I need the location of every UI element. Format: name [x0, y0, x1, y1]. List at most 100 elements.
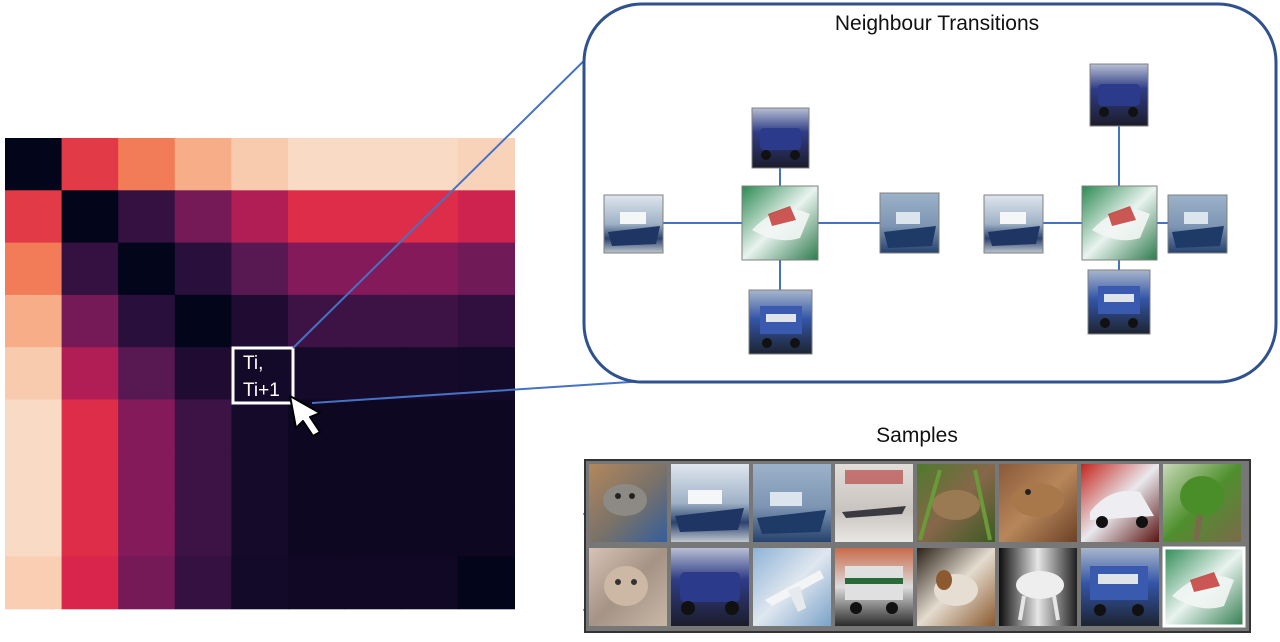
- heatmap-cell-6-3[interactable]: [174, 451, 232, 505]
- heatmap-cell-5-8[interactable]: [457, 399, 515, 453]
- heatmap-cell-7-5[interactable]: [288, 504, 346, 557]
- heatmap-cell-4-6[interactable]: [344, 347, 402, 401]
- heatmap-cell-8-4[interactable]: [231, 556, 289, 610]
- heatmap-cell-0-2[interactable]: [118, 138, 176, 191]
- heatmap-cell-4-2[interactable]: [118, 347, 176, 401]
- heatmap-cell-5-2[interactable]: [118, 399, 176, 453]
- sample-horse-1[interactable]: [999, 548, 1077, 626]
- graph2-bottom-node[interactable]: [1087, 269, 1151, 335]
- heatmap-cell-2-7[interactable]: [401, 242, 459, 296]
- heatmap-cell-5-4[interactable]: [231, 399, 289, 453]
- sample-truck-1[interactable]: [835, 548, 913, 626]
- heatmap-cell-2-5[interactable]: [288, 242, 346, 296]
- heatmap-cell-4-3[interactable]: [174, 347, 232, 401]
- heatmap-cell-8-3[interactable]: [174, 556, 232, 610]
- heatmap-cell-1-3[interactable]: [174, 190, 232, 244]
- heatmap-cell-4-0[interactable]: [5, 347, 63, 401]
- heatmap-cell-3-1[interactable]: [61, 294, 119, 348]
- heatmap-cell-7-8[interactable]: [457, 504, 515, 557]
- heatmap-cell-1-6[interactable]: [344, 190, 402, 244]
- graph1-right-node[interactable]: [879, 192, 940, 254]
- heatmap-cell-4-7[interactable]: [401, 347, 459, 401]
- graph2-right-node[interactable]: [1167, 194, 1228, 254]
- heatmap-cell-1-8[interactable]: [457, 190, 515, 244]
- heatmap-cell-0-4[interactable]: [231, 138, 289, 191]
- heatmap-cell-1-7[interactable]: [401, 190, 459, 244]
- heatmap-cell-6-5[interactable]: [288, 451, 346, 505]
- sample-frog-1[interactable]: [917, 464, 995, 542]
- heatmap-cell-0-8[interactable]: [457, 138, 515, 191]
- heatmap-cell-6-1[interactable]: [61, 451, 119, 505]
- graph2-left-node[interactable]: [983, 194, 1044, 254]
- heatmap-cell-2-1[interactable]: [61, 242, 119, 296]
- heatmap-cell-3-4[interactable]: [231, 294, 289, 348]
- heatmap-cell-7-4[interactable]: [231, 504, 289, 557]
- heatmap-cell-2-3[interactable]: [174, 242, 232, 296]
- heatmap-cell-3-0[interactable]: [5, 294, 63, 348]
- graph2-top-node[interactable]: [1089, 63, 1149, 127]
- heatmap-cell-0-5[interactable]: [288, 138, 346, 191]
- heatmap-cell-6-2[interactable]: [118, 451, 176, 505]
- heatmap-cell-8-1[interactable]: [61, 556, 119, 610]
- heatmap-cell-3-2[interactable]: [118, 294, 176, 348]
- heatmap-cell-6-6[interactable]: [344, 451, 402, 505]
- heatmap-cell-7-7[interactable]: [401, 504, 459, 557]
- heatmap-cell-4-5[interactable]: [288, 347, 346, 401]
- sample-frog-2[interactable]: [999, 464, 1077, 542]
- heatmap-cell-5-7[interactable]: [401, 399, 459, 453]
- heatmap-cell-8-5[interactable]: [288, 556, 346, 610]
- sample-cat-2[interactable]: [589, 548, 667, 626]
- heatmap-cell-0-7[interactable]: [401, 138, 459, 191]
- heatmap-cell-0-1[interactable]: [61, 138, 119, 191]
- sample-automobile-1[interactable]: [1081, 464, 1159, 542]
- sample-automobile-2[interactable]: [671, 548, 749, 626]
- heatmap-cell-1-4[interactable]: [231, 190, 289, 244]
- heatmap-cell-0-6[interactable]: [344, 138, 402, 191]
- heatmap-cell-1-0[interactable]: [5, 190, 63, 244]
- heatmap-cell-6-4[interactable]: [231, 451, 289, 505]
- heatmap-cell-4-4[interactable]: [231, 347, 289, 401]
- heatmap-cell-8-7[interactable]: [401, 556, 459, 610]
- graph1-center-node[interactable]: [741, 185, 819, 261]
- heatmap-cell-2-4[interactable]: [231, 242, 289, 296]
- heatmap-cell-3-3[interactable]: [174, 294, 232, 348]
- heatmap-cell-5-6[interactable]: [344, 399, 402, 453]
- heatmap-cell-7-1[interactable]: [61, 504, 119, 557]
- heatmap-cell-5-1[interactable]: [61, 399, 119, 453]
- sample-frog-3[interactable]: [1163, 464, 1241, 542]
- heatmap-cell-3-6[interactable]: [344, 294, 402, 348]
- heatmap-cell-0-3[interactable]: [174, 138, 232, 191]
- heatmap-cell-1-2[interactable]: [118, 190, 176, 244]
- heatmap-cell-8-8[interactable]: [457, 556, 515, 610]
- heatmap-cell-6-7[interactable]: [401, 451, 459, 505]
- heatmap-cell-2-0[interactable]: [5, 242, 63, 296]
- heatmap-cell-5-3[interactable]: [174, 399, 232, 453]
- heatmap-cell-2-2[interactable]: [118, 242, 176, 296]
- heatmap-cell-8-2[interactable]: [118, 556, 176, 610]
- heatmap-cell-3-5[interactable]: [288, 294, 346, 348]
- heatmap-cell-7-0[interactable]: [5, 504, 63, 557]
- graph2-center-node[interactable]: [1081, 185, 1158, 261]
- heatmap-cell-4-1[interactable]: [61, 347, 119, 401]
- graph1-top-node[interactable]: [751, 107, 810, 169]
- sample-dog-1[interactable]: [917, 548, 995, 626]
- sample-ship-green-highlighted[interactable]: [1162, 546, 1246, 628]
- heatmap-cell-6-0[interactable]: [5, 451, 63, 505]
- heatmap-cell-7-3[interactable]: [174, 504, 232, 557]
- sample-truck-2[interactable]: [1081, 548, 1159, 626]
- sample-ship-2[interactable]: [753, 464, 831, 542]
- graph1-left-node[interactable]: [603, 194, 664, 254]
- sample-airplane-1[interactable]: [835, 464, 913, 542]
- heatmap-cell-3-8[interactable]: [457, 294, 515, 348]
- heatmap-cell-1-5[interactable]: [288, 190, 346, 244]
- selected-cell[interactable]: Ti, Ti+1: [231, 346, 295, 405]
- heatmap-cell-5-0[interactable]: [5, 399, 63, 453]
- sample-ship-1[interactable]: [671, 464, 749, 542]
- sample-airplane-2[interactable]: [753, 548, 831, 626]
- heatmap-cell-3-7[interactable]: [401, 294, 459, 348]
- heatmap-cell-1-1[interactable]: [61, 190, 119, 244]
- heatmap-cell-7-2[interactable]: [118, 504, 176, 557]
- heatmap-cell-8-0[interactable]: [5, 556, 63, 610]
- heatmap-cell-6-8[interactable]: [457, 451, 515, 505]
- sample-cat-1[interactable]: [589, 464, 667, 542]
